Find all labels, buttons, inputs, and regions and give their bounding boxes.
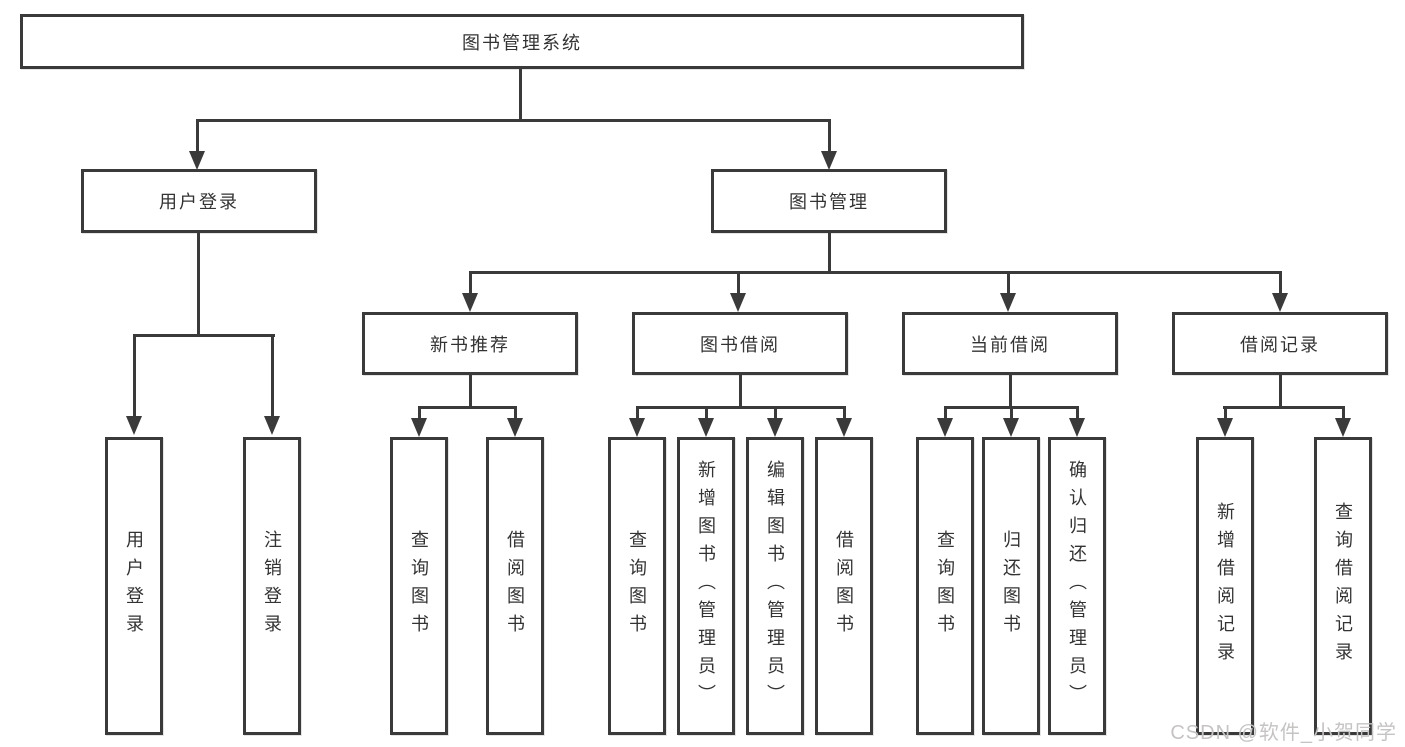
connector-line: [133, 334, 275, 337]
arrowhead-down-icon: [730, 293, 746, 312]
leaf-br-query-record: 查询借阅记录: [1314, 437, 1372, 735]
connector-line: [418, 406, 421, 419]
arrowhead-down-icon: [462, 293, 478, 312]
node-new-book-recommend: 新书推荐: [362, 312, 578, 375]
connector-line: [469, 271, 1282, 274]
connector-line: [418, 406, 517, 409]
connector-line: [1223, 406, 1345, 409]
leaf-bb-borrow-books: 借阅图书: [815, 437, 873, 735]
connector-line: [636, 406, 639, 419]
connector-line: [1342, 406, 1345, 419]
arrowhead-down-icon: [698, 418, 714, 437]
node-book-borrowing: 图书借阅: [632, 312, 848, 375]
connector-line: [774, 406, 777, 419]
node-book-management: 图书管理: [711, 169, 947, 233]
leaf-cb-confirm-return-admin: 确认归还（管理员）: [1048, 437, 1106, 735]
node-borrowing-records: 借阅记录: [1172, 312, 1388, 375]
connector-line: [944, 406, 947, 419]
connector-line: [1076, 406, 1079, 419]
connector-line: [1279, 374, 1282, 408]
connector-line: [196, 119, 831, 122]
node-user-login: 用户登录: [81, 169, 317, 233]
arrowhead-down-icon: [264, 416, 280, 435]
connector-line: [828, 232, 831, 273]
connector-line: [1007, 271, 1010, 294]
connector-line: [1009, 374, 1012, 408]
leaf-bb-edit-books-admin: 编辑图书（管理员）: [746, 437, 804, 735]
node-library-system: 图书管理系统: [20, 14, 1024, 69]
leaf-br-add-record: 新增借阅记录: [1196, 437, 1254, 735]
connector-line: [705, 406, 708, 419]
arrowhead-down-icon: [1272, 293, 1288, 312]
watermark: CSDN @软件_小贺同学: [1170, 722, 1397, 744]
connector-line: [469, 271, 472, 294]
leaf-user-login: 用户登录: [105, 437, 163, 735]
connector-line: [843, 406, 846, 419]
arrowhead-down-icon: [937, 418, 953, 437]
arrowhead-down-icon: [411, 418, 427, 437]
leaf-nbr-query-books: 查询图书: [390, 437, 448, 735]
arrowhead-down-icon: [629, 418, 645, 437]
arrowhead-down-icon: [836, 418, 852, 437]
leaf-nbr-borrow-books: 借阅图书: [486, 437, 544, 735]
connector-line: [514, 406, 517, 419]
arrowhead-down-icon: [189, 151, 205, 170]
connector-line: [271, 334, 274, 417]
leaf-cb-query-books: 查询图书: [916, 437, 974, 735]
arrowhead-down-icon: [1335, 418, 1351, 437]
connector-line: [196, 119, 199, 152]
arrowhead-down-icon: [1000, 293, 1016, 312]
connector-line: [636, 406, 846, 409]
connector-line: [469, 374, 472, 408]
leaf-bb-query-books: 查询图书: [608, 437, 666, 735]
leaf-bb-add-books-admin: 新增图书（管理员）: [677, 437, 735, 735]
arrowhead-down-icon: [767, 418, 783, 437]
connector-line: [828, 119, 831, 152]
connector-line: [1279, 271, 1282, 294]
leaf-cb-return-books: 归还图书: [982, 437, 1040, 735]
arrowhead-down-icon: [126, 416, 142, 435]
connector-line: [1224, 406, 1227, 419]
connector-line: [133, 334, 136, 417]
leaf-logout: 注销登录: [243, 437, 301, 735]
connector-line: [197, 232, 200, 336]
connector-line: [1010, 406, 1013, 419]
arrowhead-down-icon: [1003, 418, 1019, 437]
node-current-borrowing: 当前借阅: [902, 312, 1118, 375]
arrowhead-down-icon: [821, 151, 837, 170]
connector-line: [737, 271, 740, 294]
connector-line: [519, 68, 522, 121]
arrowhead-down-icon: [507, 418, 523, 437]
connector-line: [739, 374, 742, 408]
arrowhead-down-icon: [1217, 418, 1233, 437]
arrowhead-down-icon: [1069, 418, 1085, 437]
